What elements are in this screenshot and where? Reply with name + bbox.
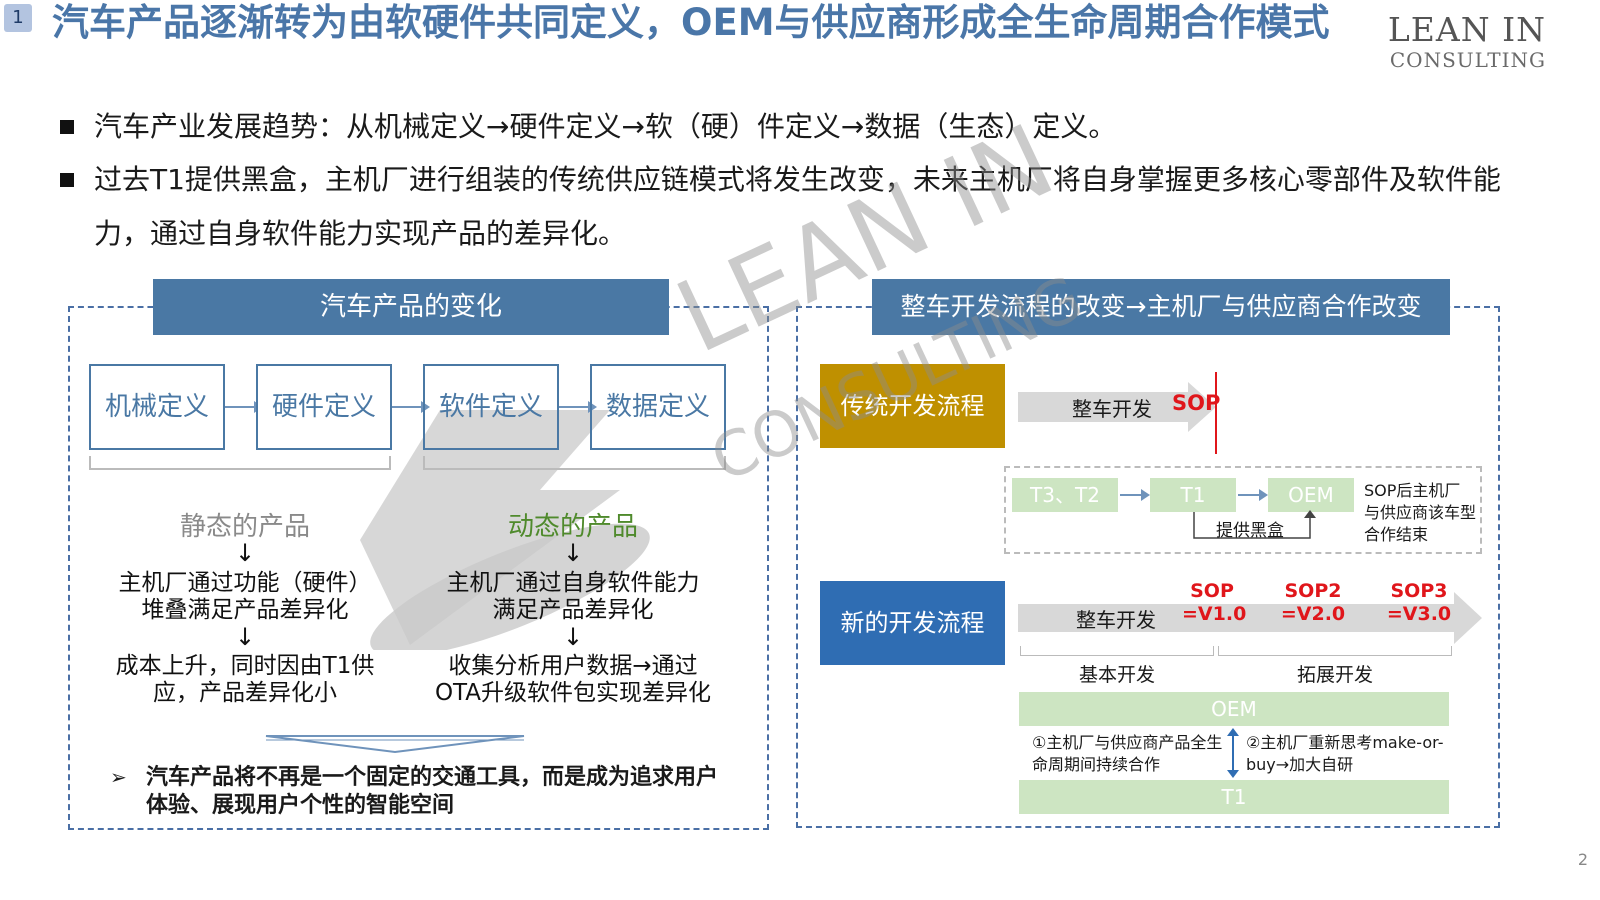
phase-extended: 拓展开发	[1296, 664, 1373, 686]
wide-down-arrow-icon	[265, 735, 525, 754]
sop-line	[1215, 372, 1217, 454]
arrow-right-icon	[1120, 489, 1150, 501]
bracket-static	[89, 456, 391, 470]
traditional-sop: SOP	[1172, 391, 1221, 415]
traditional-process-label: 传统开发流程	[820, 364, 1005, 448]
double-arrow-icon	[1227, 728, 1239, 778]
static-product-label: 静态的产品	[179, 512, 310, 542]
new-note-1: ①主机厂与供应商产品全生命周期间持续合作	[1032, 733, 1223, 774]
arrow-right-icon	[392, 401, 430, 413]
conclusion-text: 汽车产品将不再是一个固定的交通工具，而是成为追求用户体验、展现用户个性的智能空间	[146, 765, 719, 818]
chain-t1: T1	[1150, 478, 1236, 512]
blackbox-flow-icon	[1193, 510, 1316, 539]
conclusion-marker-icon: ➢	[110, 765, 127, 789]
logo-consulting: CONSULTING	[1389, 48, 1546, 72]
page-title: 汽车产品逐渐转为由软硬件共同定义，OEM与供应商形成全生命周期合作模式	[52, 1, 1330, 44]
bullet-square-icon	[60, 120, 74, 134]
stage-data: 数据定义	[590, 364, 726, 450]
new-note-2: ②主机厂重新思考make-or-buy→加大自研	[1246, 733, 1444, 774]
down-arrow-icon: ↓	[562, 539, 584, 567]
bracket-dynamic	[423, 456, 726, 470]
dynamic-text-2: 收集分析用户数据→通过 OTA升级软件包实现差异化	[434, 653, 712, 706]
traditional-bar-text: 整车开发	[1072, 397, 1152, 421]
down-arrow-icon: ↓	[234, 539, 256, 567]
sop-v3: SOP3 =V3.0	[1386, 580, 1452, 625]
bullet-supply-chain: 过去T1提供黑盒，主机厂进行组装的传统供应链模式将发生改变，未来主机厂将自身掌握…	[94, 163, 1501, 250]
dynamic-text-1: 主机厂通过自身软件能力 满足产品差异化	[446, 570, 700, 623]
left-panel-heading: 汽车产品的变化	[153, 279, 669, 335]
sop-v1: SOP =V1.0	[1182, 580, 1247, 625]
right-panel-heading: 整车开发流程的改变→主机厂与供应商合作改变	[872, 279, 1450, 335]
bullet-trend: 汽车产业发展趋势：从机械定义→硬件定义→软（硬）件定义→数据（生态）定义。	[94, 110, 1117, 143]
stage-software: 软件定义	[423, 364, 559, 450]
dynamic-product-label: 动态的产品	[507, 512, 638, 542]
static-text-1: 主机厂通过功能（硬件） 堆叠满足产品差异化	[118, 570, 372, 623]
stage-hardware: 硬件定义	[256, 364, 392, 450]
logo-lean-in: LEAN IN	[1387, 10, 1546, 49]
traditional-note: SOP后主机厂与供应商该车型合作结束	[1364, 481, 1477, 544]
phase-basic: 基本开发	[1078, 664, 1155, 686]
arrow-right-icon	[225, 401, 263, 413]
new-arrow-icon	[1018, 592, 1482, 644]
traditional-arrow-icon	[1018, 382, 1216, 432]
arrow-right-icon	[559, 401, 597, 413]
bracket-basic	[1020, 646, 1214, 656]
page-badge: 1	[4, 4, 32, 32]
bracket-extended	[1218, 646, 1452, 656]
traditional-chain-box	[1004, 466, 1482, 554]
blackbox-text: 提供黑盒	[1216, 521, 1284, 541]
page-number: 2	[1577, 850, 1588, 869]
oem-bar: OEM	[1019, 692, 1449, 726]
stage-mechanical: 机械定义	[89, 364, 225, 450]
sop-v2: SOP2 =V2.0	[1280, 580, 1346, 625]
arrow-right-icon	[1238, 489, 1268, 501]
down-arrow-icon: ↓	[234, 623, 256, 651]
bullet-square-icon	[60, 173, 74, 187]
new-process-label: 新的开发流程	[820, 581, 1005, 665]
down-arrow-icon: ↓	[562, 623, 584, 651]
t1-bar: T1	[1019, 780, 1449, 814]
new-bar-text: 整车开发	[1076, 608, 1156, 632]
chain-t3-t2: T3、T2	[1012, 478, 1118, 512]
chain-oem: OEM	[1268, 478, 1354, 512]
static-text-2: 成本上升，同时因由T1供 应，产品差异化小	[115, 653, 375, 706]
